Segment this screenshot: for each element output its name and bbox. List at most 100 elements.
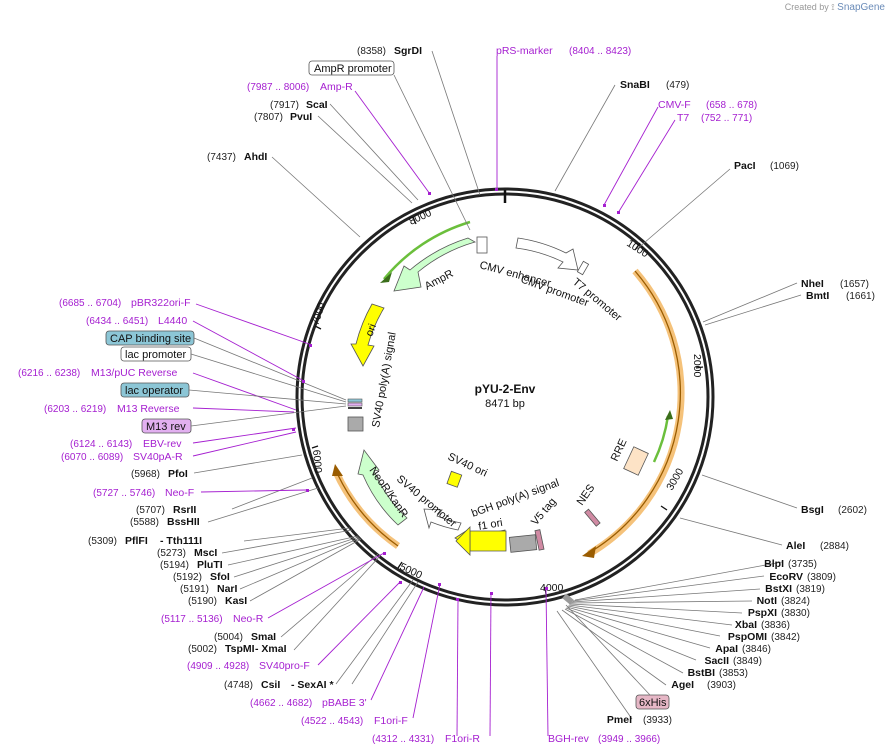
primer-amp-r: Amp-R	[320, 81, 353, 93]
site-bsgi-pos: (2602)	[838, 505, 867, 516]
site-bmti: BmtI	[806, 290, 829, 302]
bgh-polya-feature	[508, 534, 538, 553]
primer-bgh-rev-range: (3949 .. 3966)	[598, 734, 660, 745]
site-tth111i: - Tth111I	[160, 535, 202, 547]
primer-pbabe3: pBABE 3'	[322, 697, 367, 709]
his-tag-box	[635, 694, 670, 710]
env-arrowhead	[582, 546, 596, 558]
lac-operator-label: lac operator	[125, 385, 183, 397]
tick-2000: 2000	[691, 354, 703, 378]
site-bstxi-pos: (3819)	[796, 584, 825, 595]
primer-l4440-range: (6434 .. 6451)	[86, 316, 148, 327]
primer-f1ori-f: F1ori-F	[374, 715, 408, 727]
lac-cluster-feature-2	[347, 402, 363, 407]
primer-sv40pa-r: SV40pA-R	[133, 451, 183, 463]
primer-cmv-f-range: (658 .. 678)	[706, 100, 757, 111]
feat-nes: NES	[575, 482, 598, 507]
rre-green-arc	[652, 415, 670, 463]
site-agei-pos: (3903)	[707, 680, 736, 691]
sv40-polya-small-feature	[347, 416, 364, 432]
ori-feature	[350, 303, 385, 367]
site-sfoi-pos: (5192)	[173, 572, 202, 583]
site-blpi-pos: (3735)	[788, 559, 817, 570]
site-xbai-pos: (3836)	[761, 620, 790, 631]
site-bstbi: BstBI	[688, 667, 716, 679]
sv40-promoter-feature	[423, 508, 462, 531]
nes-feature	[584, 508, 601, 527]
site-rsrii-pos: (5707)	[136, 505, 165, 516]
primer-sv40pro-f-range: (4909 .. 4928)	[187, 661, 249, 672]
site-bsshii: BssHII	[167, 516, 200, 528]
rre-green-arrowhead	[665, 410, 673, 420]
primer-cmv-f: CMV-F	[658, 99, 691, 111]
site-nari: NarI	[217, 583, 238, 595]
site-pspxi: PspXI	[748, 607, 777, 619]
created-by-text: Created by	[784, 2, 829, 12]
site-smai: SmaI	[251, 631, 276, 643]
ampr-feature	[393, 237, 477, 292]
site-cluster-right: BlpI (3735) EcoRV (3809) BstXI (3819) No…	[607, 558, 836, 726]
tick-4000: 4000	[540, 582, 564, 594]
primer-t7-range: (752 .. 771)	[701, 113, 752, 124]
v5-tag-feature	[534, 529, 545, 551]
site-alei: AleI	[786, 540, 805, 552]
feat-f1-ori: f1 ori	[477, 517, 503, 533]
site-alei-pos: (2884)	[820, 541, 849, 552]
primer-neo-f: Neo-F	[165, 487, 194, 499]
site-scai: ScaI	[306, 99, 328, 111]
primer-m13-puc-range: (6216 .. 6238)	[18, 368, 80, 379]
primer-ring-markers	[292, 188, 620, 601]
lac-cluster-feature-3	[348, 407, 362, 409]
site-pfoi-pos: (5968)	[131, 469, 160, 480]
primer-ebv-rev-range: (6124 .. 6143)	[70, 439, 132, 450]
env-arc	[587, 268, 685, 558]
site-sexai: - SexAI *	[291, 679, 335, 691]
site-scai-pos: (7917)	[270, 100, 299, 111]
primer-f1ori-r-range: (4312 .. 4331)	[372, 734, 434, 745]
env-arc-line	[591, 270, 681, 552]
site-bsshii-pos: (5588)	[130, 517, 159, 528]
snapgene-brand: SnapGene	[837, 2, 885, 13]
feat-v5-tag: V5 tag	[529, 496, 559, 528]
boxed-labels: AmpR promoter CAP binding site lac promo…	[105, 60, 670, 710]
site-psp-omi: PspOMI	[728, 631, 767, 643]
site-pluti: PluTI	[197, 559, 223, 571]
site-blpi: BlpI	[764, 558, 784, 570]
primer-t7: T7	[677, 112, 689, 124]
site-noti: NotI	[757, 595, 777, 607]
primer-pbr322ori-f-range: (6685 .. 6704)	[59, 298, 121, 309]
rre-feature	[623, 446, 649, 476]
sv40-ori-feature	[446, 470, 463, 488]
primer-labels: pRS-marker (8404 .. 8423) (7987 .. 8006)…	[18, 45, 757, 745]
tick-6000: 6000	[310, 449, 324, 473]
primer-prs-marker-range: (8404 .. 8423)	[569, 46, 631, 57]
site-sacii: SacII	[704, 655, 729, 667]
site-xmai: - XmaI	[255, 643, 287, 655]
site-pspxi-pos: (3830)	[781, 608, 810, 619]
site-bmti-pos: (1661)	[846, 291, 875, 302]
primer-ebv-rev: EBV-rev	[143, 438, 182, 450]
neor-feature	[357, 449, 408, 526]
his-tag-label: 6xHis	[639, 697, 667, 709]
site-ecorv-pos: (3809)	[807, 572, 836, 583]
primer-neo-r-range: (5117 .. 5136)	[161, 614, 223, 625]
primer-pbr322ori-f: pBR322ori-F	[131, 297, 191, 309]
ampr-backbone-arrowhead	[380, 272, 392, 283]
ampr-backbone-arc	[383, 220, 471, 280]
site-tspmi-pos: (5002)	[188, 644, 217, 655]
t7-promoter-feature	[576, 260, 590, 276]
site-pmei-pos: (3933)	[643, 715, 672, 726]
primer-m13-puc: M13/pUC Reverse	[91, 367, 178, 379]
f1-ori-arrowhead	[455, 526, 471, 556]
site-sgrdi: SgrDI	[394, 45, 422, 57]
site-sfoi: SfoI	[210, 571, 230, 583]
his-tag-mark	[562, 593, 574, 605]
ampr-promoter-feature	[476, 236, 488, 254]
site-leaders	[193, 50, 802, 720]
site-xbai: XbaI	[735, 619, 757, 631]
lac-promoter-label: lac promoter	[125, 349, 186, 361]
site-pvui: PvuI	[290, 111, 312, 123]
primer-m13-reverse: M13 Reverse	[117, 403, 180, 415]
site-pmei: PmeI	[607, 714, 632, 726]
